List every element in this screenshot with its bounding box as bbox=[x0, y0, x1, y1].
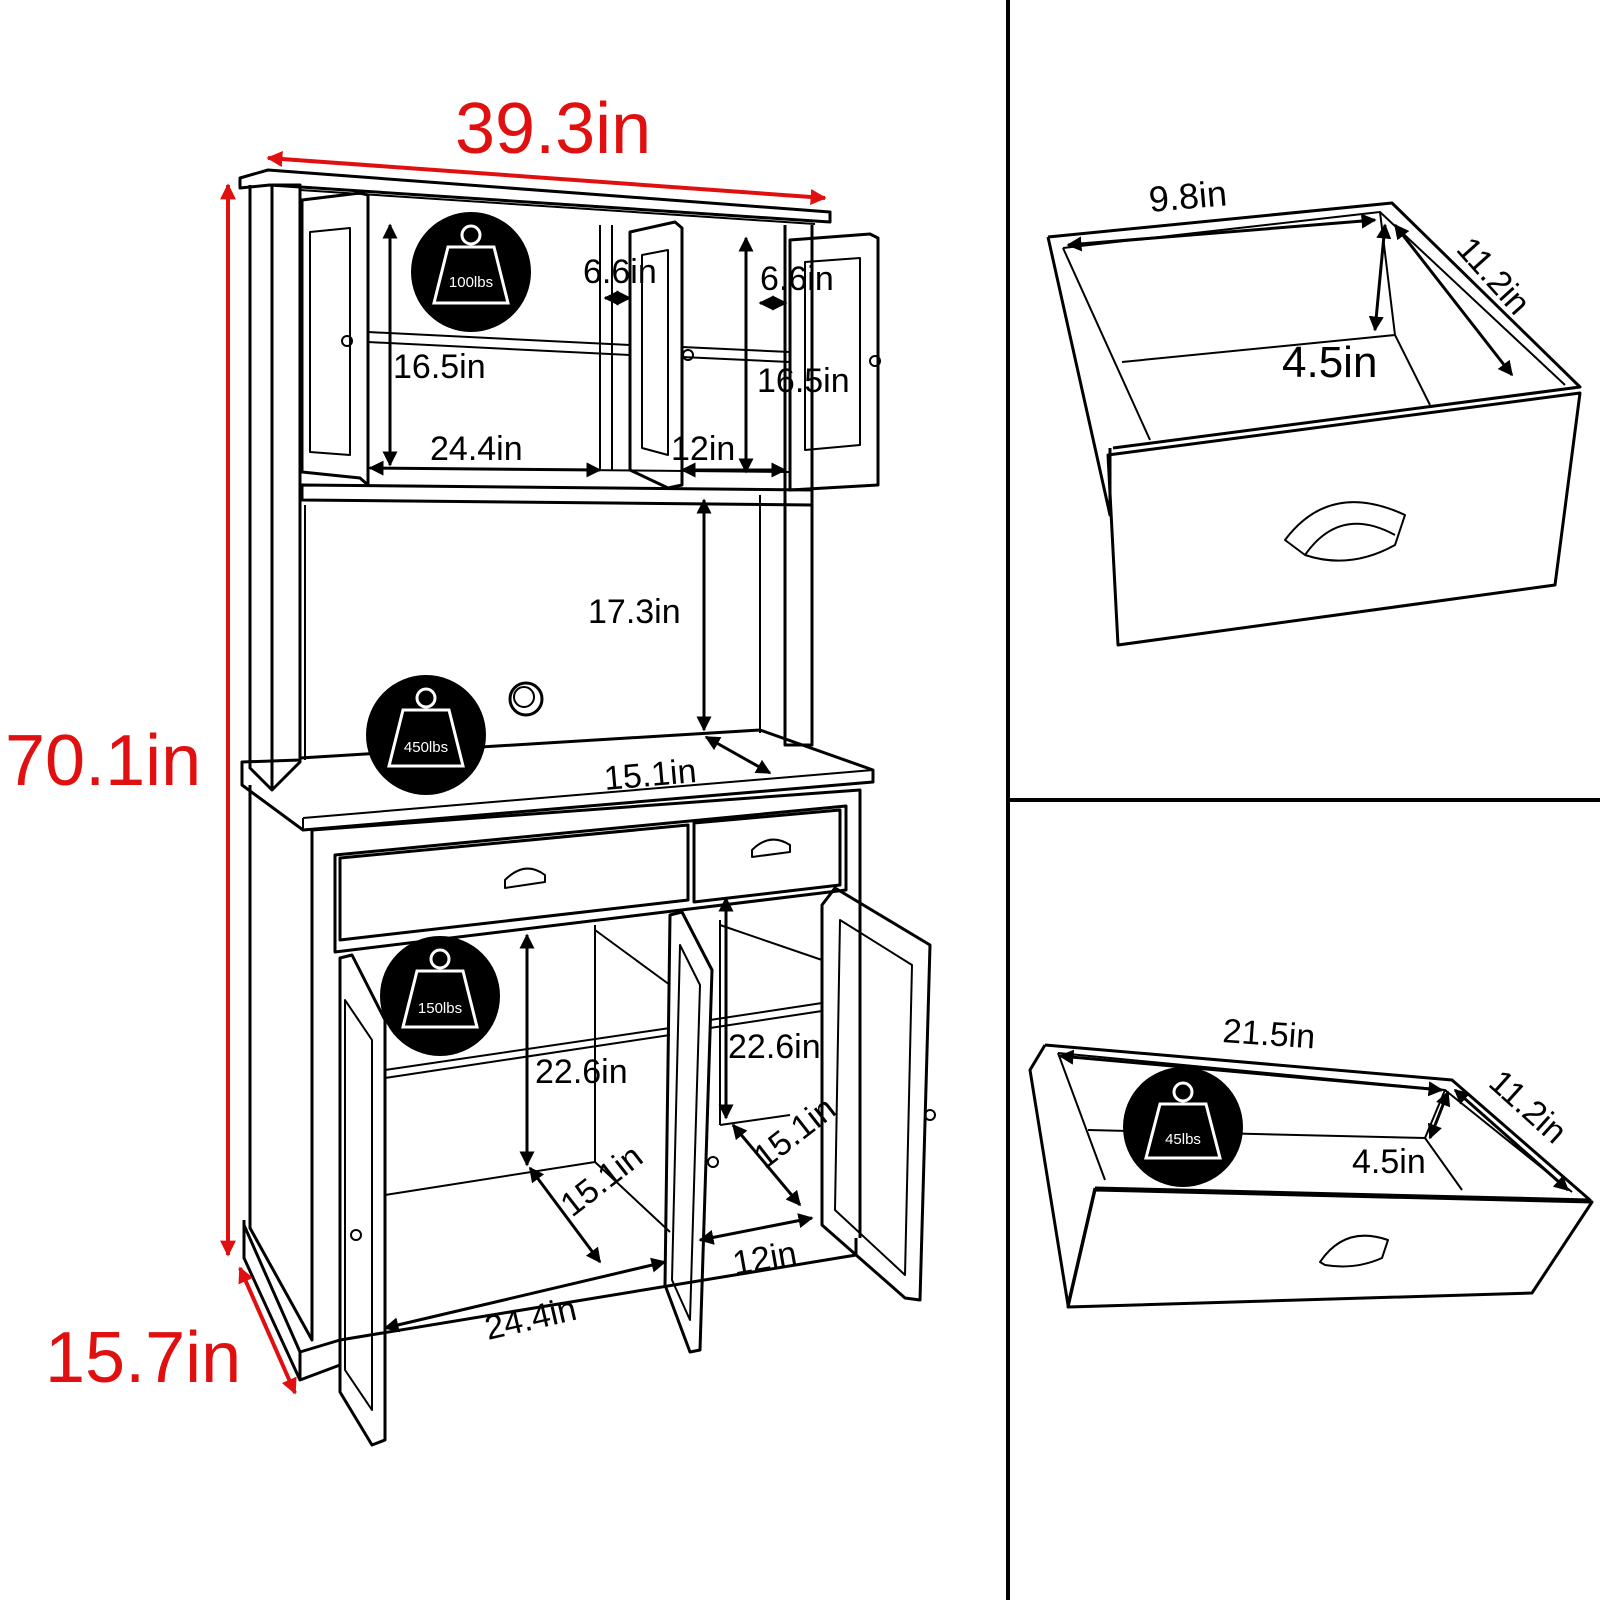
weight-icon bbox=[1172, 1081, 1194, 1103]
open-shelf-walls bbox=[304, 495, 761, 760]
drawer-frame bbox=[333, 804, 848, 954]
upper-left-width-arrow bbox=[368, 460, 602, 478]
open-shelf-height-label: 17.3in bbox=[588, 593, 681, 631]
large-drawer-depth-arrow bbox=[1453, 1088, 1570, 1192]
overall-width-line bbox=[266, 151, 827, 205]
upper-right-height-label: 16.5in bbox=[757, 362, 850, 400]
upper-left-door-panel bbox=[309, 227, 351, 456]
upper-left-height-label: 16.5in bbox=[393, 348, 486, 386]
lower-interior-floor bbox=[384, 920, 791, 1233]
overall-dimensions: 39.3in 70.1in 15.7in bbox=[5, 89, 827, 1398]
upper-middle-door-panel bbox=[641, 249, 669, 456]
large-drawer-depth-label: 11.2in bbox=[1482, 1063, 1574, 1152]
upper-right-width-label: 12in bbox=[671, 430, 735, 468]
countertop-edge bbox=[302, 769, 874, 830]
lower-left-width-label: 24.4in bbox=[481, 1290, 580, 1348]
upper-middle-door bbox=[628, 220, 684, 490]
lower-left-knob bbox=[350, 1229, 362, 1241]
large-drawer-drawing: 21.5in 11.2in 4.5in 45lbs bbox=[1028, 1012, 1594, 1309]
hutch-left-post bbox=[248, 185, 274, 792]
lower-interior-top bbox=[594, 924, 823, 986]
left-drawer-front bbox=[338, 823, 690, 942]
weight-icon bbox=[415, 687, 437, 709]
small-drawer-side bbox=[1046, 236, 1112, 517]
upper-divider bbox=[599, 225, 613, 470]
weight-badge-upper: 100lbs bbox=[411, 212, 531, 332]
upper-left-shelf bbox=[367, 331, 631, 356]
upper-left-door bbox=[300, 191, 370, 487]
weight-badge-counter-label: 450lbs bbox=[404, 739, 448, 756]
hutch-top-edge bbox=[299, 189, 816, 225]
large-drawer-width-arrow bbox=[1058, 1049, 1444, 1097]
cable-hole-inner bbox=[513, 686, 535, 708]
lower-left-height-label: 22.6in bbox=[535, 1053, 628, 1091]
weight-badge-counter: 450lbs bbox=[366, 675, 486, 795]
small-drawer-front bbox=[1106, 391, 1582, 647]
weight-badge-upper-label: 100lbs bbox=[449, 274, 493, 291]
lower-left-door-panel bbox=[344, 999, 373, 1411]
lower-left-width-arrow bbox=[383, 1257, 667, 1333]
small-drawer-depth-arrow bbox=[1393, 223, 1514, 377]
large-drawer-height-label: 4.5in bbox=[1352, 1143, 1426, 1181]
left-drawer-handle bbox=[504, 867, 546, 889]
overall-depth-line bbox=[238, 1266, 297, 1395]
small-drawer-handle bbox=[1284, 501, 1406, 562]
large-drawer-height-arrow bbox=[1427, 1090, 1451, 1140]
small-drawer-handle-inner bbox=[1304, 522, 1396, 556]
upper-right-knob bbox=[869, 355, 881, 367]
lower-middle-door-panel bbox=[671, 944, 701, 1321]
lower-right-door-panel bbox=[834, 919, 913, 1276]
upper-right-side-label: 6.6in bbox=[760, 260, 834, 298]
lower-right-door bbox=[820, 886, 932, 1302]
overall-width-label: 39.3in bbox=[455, 89, 651, 169]
small-drawer-height-arrow bbox=[1368, 223, 1392, 332]
upper-cabinet-base bbox=[300, 483, 814, 507]
upper-right-door-panel bbox=[804, 257, 861, 451]
lower-left-depth-label: 15.1in bbox=[554, 1137, 650, 1224]
counter-depth-arrow bbox=[704, 735, 772, 775]
weight-badge-drawer bbox=[1123, 1067, 1243, 1187]
weight-icon bbox=[429, 948, 451, 970]
lower-right-depth-arrow bbox=[731, 1123, 802, 1207]
upper-left-side-label: 6.6in bbox=[583, 253, 657, 291]
lower-right-depth-label: 15.1in bbox=[747, 1089, 843, 1176]
counter-depth-label: 15.1in bbox=[602, 752, 698, 798]
upper-middle-knob bbox=[682, 349, 694, 361]
small-drawer-height-label: 4.5in bbox=[1282, 338, 1377, 387]
right-drawer-front bbox=[692, 808, 842, 904]
lower-right-width-label: 12in bbox=[730, 1234, 800, 1283]
small-drawer-drawing: 9.8in 11.2in 4.5in bbox=[1046, 172, 1582, 647]
small-drawer-depth-label: 11.2in bbox=[1449, 230, 1538, 322]
large-drawer-handle bbox=[1319, 1234, 1389, 1268]
upper-right-door bbox=[788, 232, 880, 492]
upper-right-shelf bbox=[681, 346, 791, 363]
upper-left-knob bbox=[341, 335, 353, 347]
overall-depth-label: 15.7in bbox=[45, 1318, 241, 1398]
lower-left-depth-arrow bbox=[528, 1166, 602, 1264]
weight-badge-lower: 150lbs bbox=[380, 936, 500, 1056]
lower-front-frame bbox=[311, 788, 862, 1238]
weight-badge-drawer-label: 45lbs bbox=[1165, 1131, 1201, 1148]
large-drawer-side bbox=[1028, 1044, 1097, 1307]
lower-right-width-arrow bbox=[698, 1213, 814, 1245]
hutch-left-post-side bbox=[270, 183, 302, 792]
weight-icon bbox=[460, 224, 482, 246]
small-drawer-width-label: 9.8in bbox=[1147, 172, 1228, 220]
cable-hole bbox=[508, 681, 544, 717]
lower-right-knob bbox=[924, 1109, 936, 1121]
large-drawer-front bbox=[1066, 1188, 1594, 1309]
small-drawer-width-arrow bbox=[1066, 213, 1377, 252]
upper-left-width-label: 24.4in bbox=[430, 430, 523, 468]
overall-height-label: 70.1in bbox=[5, 721, 201, 801]
lower-right-height-label: 22.6in bbox=[728, 1028, 821, 1066]
weight-badge-lower-label: 150lbs bbox=[418, 1000, 462, 1017]
large-drawer-width-label: 21.5in bbox=[1221, 1012, 1316, 1056]
right-drawer-handle bbox=[751, 838, 791, 858]
lower-left-door bbox=[338, 953, 387, 1447]
lower-middle-knob bbox=[707, 1156, 719, 1168]
